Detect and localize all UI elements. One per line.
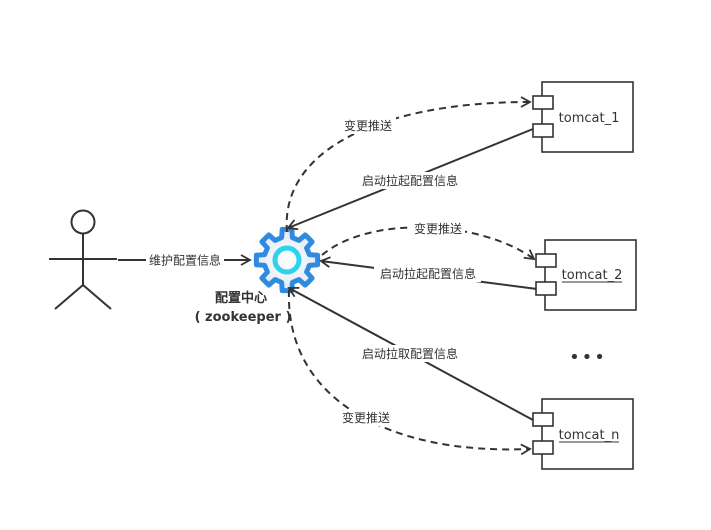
node-label-tomcat-2: tomcat_2: [562, 268, 623, 283]
gear-icon: [253, 226, 321, 294]
node-label-tomcat-1: tomcat_1: [559, 111, 620, 126]
edge-label-push-n: 变更推送: [342, 410, 390, 425]
edge-push-tomcat-n: [287, 289, 532, 456]
center-title: 配置中心: [215, 290, 267, 306]
actor-figure: [49, 209, 117, 310]
edge-label-start-2: 启动拉起配置信息: [380, 266, 476, 281]
node-tomcat-n: tomcat_n: [532, 398, 634, 470]
edge-label-push-2: 变更推送: [414, 221, 462, 236]
edge-label-maintain: 维护配置信息: [149, 253, 221, 268]
edge-label-start-n: 启动拉取配置信息: [362, 346, 458, 361]
edge-label-start-1: 启动拉起配置信息: [362, 173, 458, 188]
node-label-tomcat-n: tomcat_n: [559, 428, 620, 443]
edge-push-tomcat-1: [285, 96, 532, 233]
more-nodes-ellipsis: •••: [569, 347, 607, 368]
node-tomcat-1: tomcat_1: [532, 81, 634, 153]
edge-label-push-1: 变更推送: [344, 118, 392, 133]
node-tomcat-2: tomcat_2: [535, 239, 637, 311]
center-subtitle: ( zookeeper ): [195, 310, 292, 325]
